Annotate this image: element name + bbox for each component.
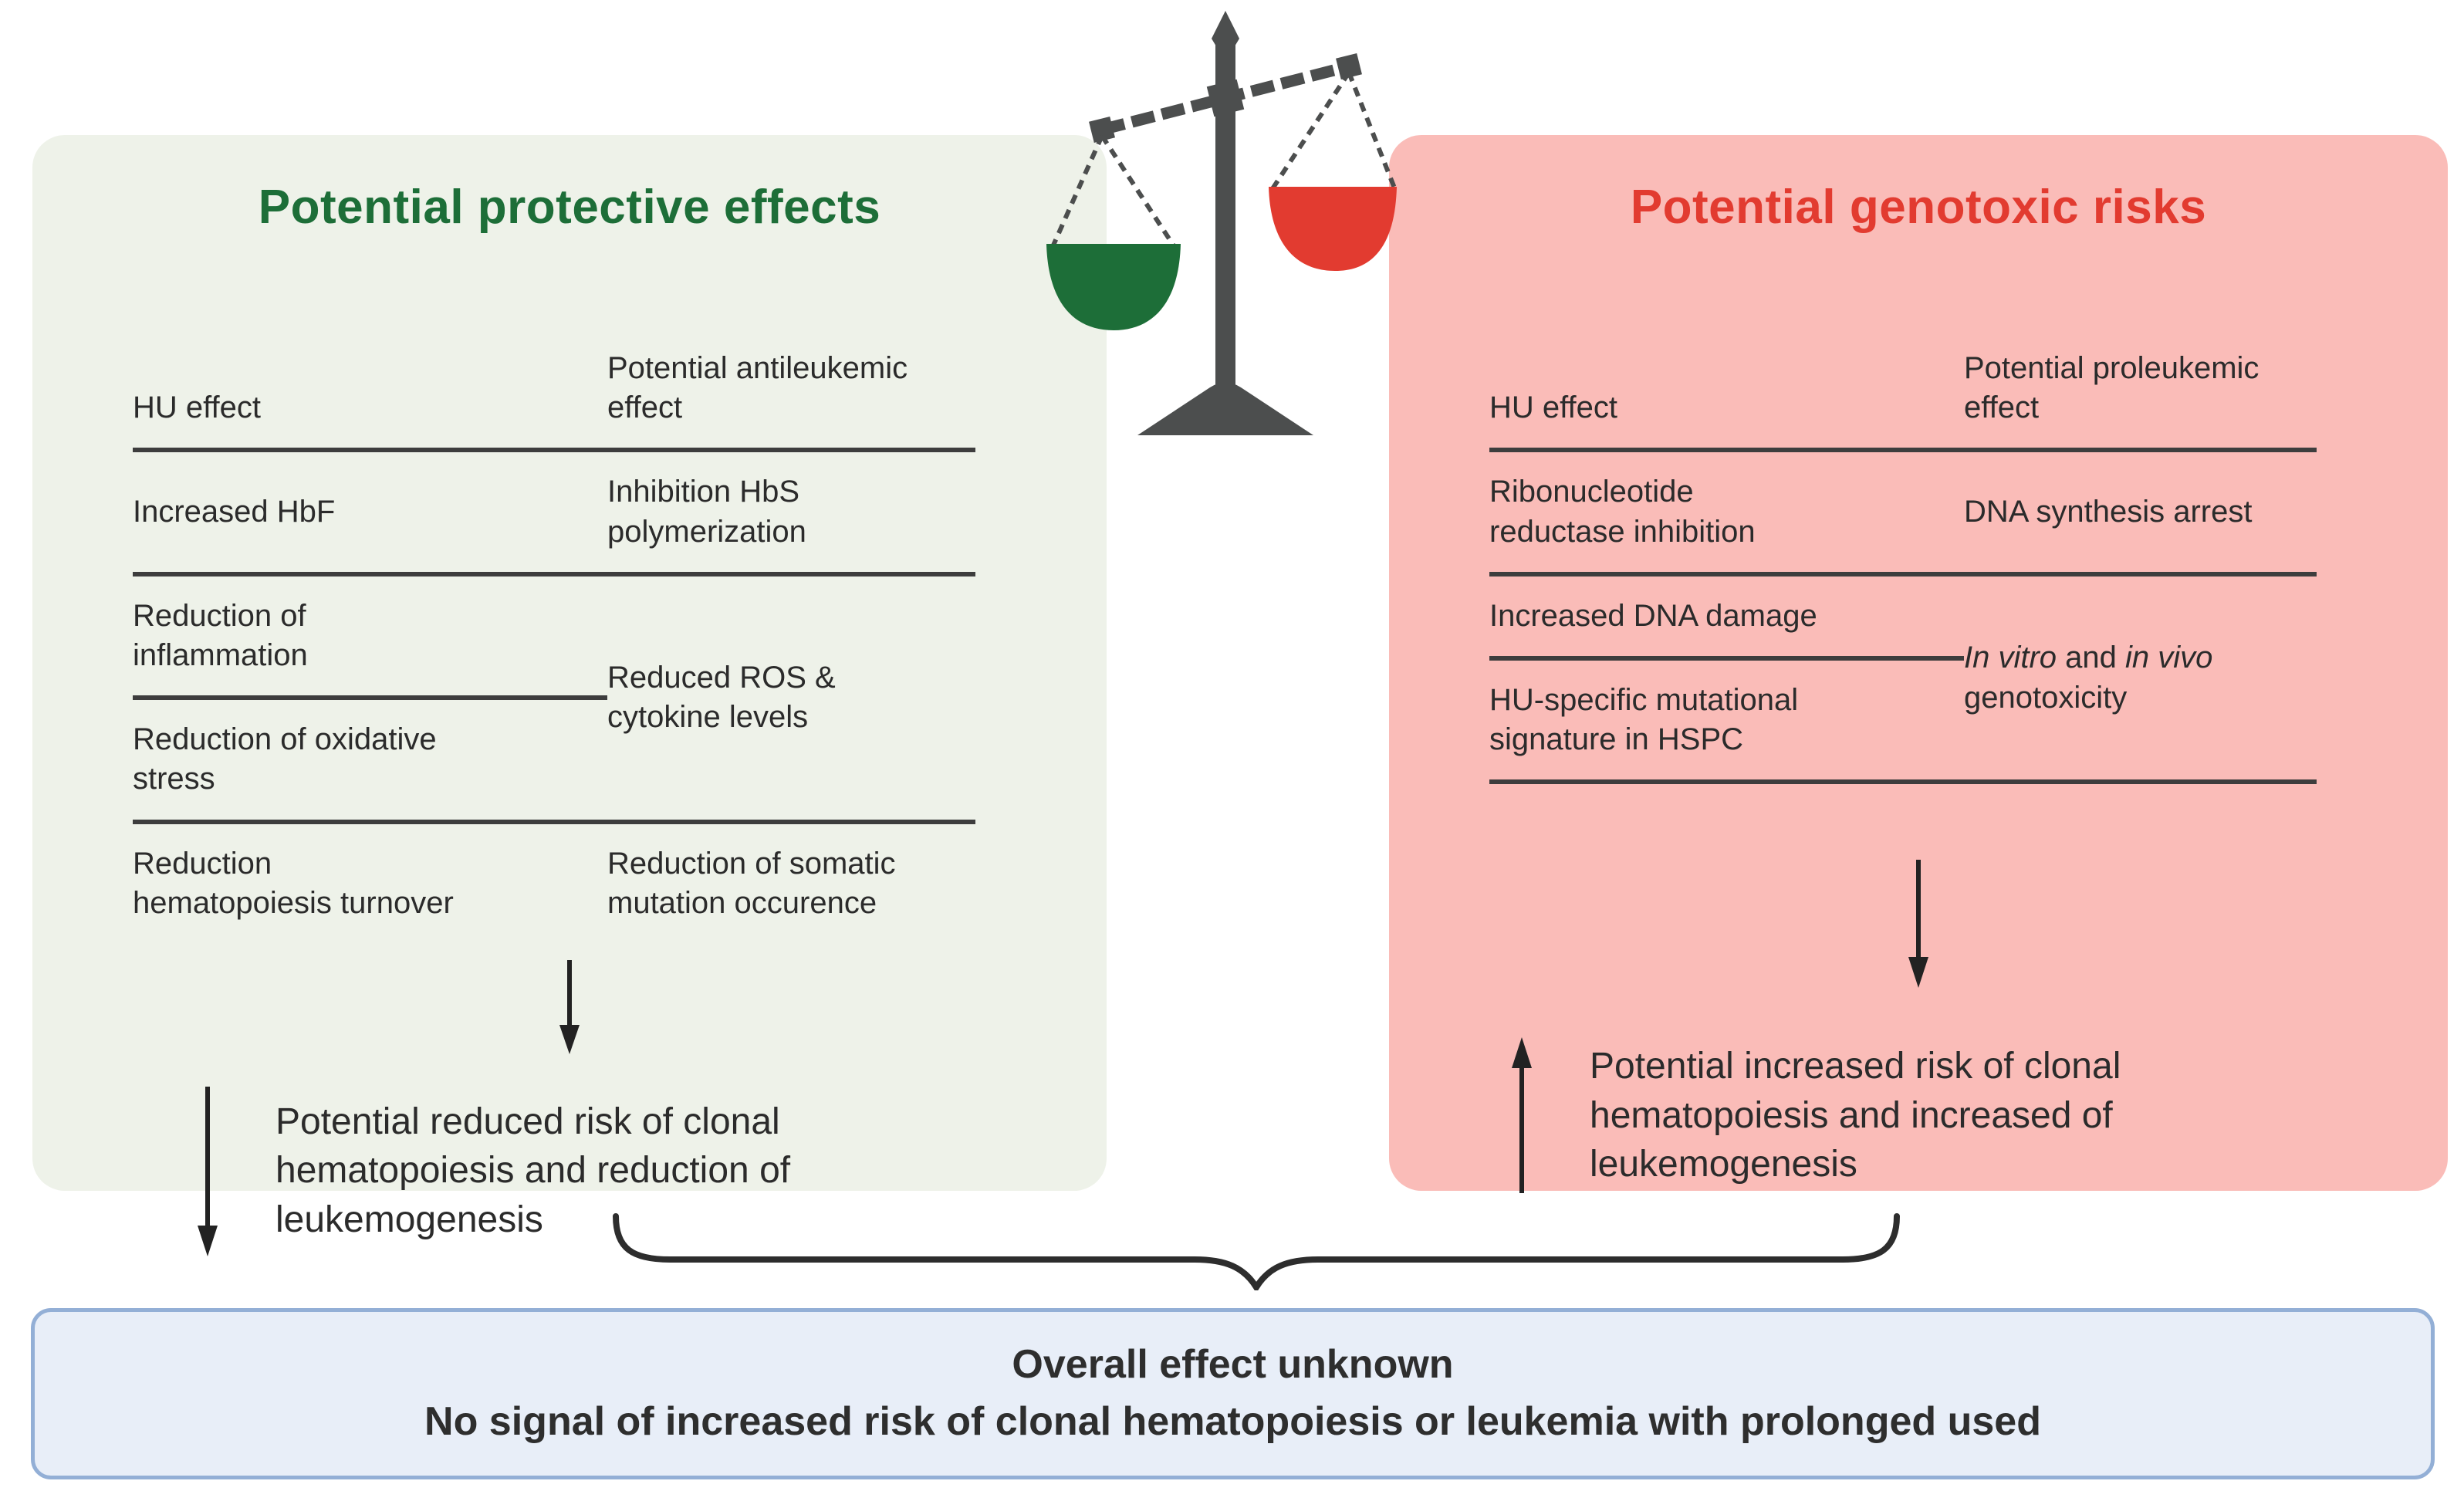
table-cell-ribonucleotide: Ribonucleotide reductase inhibition bbox=[1489, 475, 1756, 549]
overall-effect-box: Overall effect unknown No signal of incr… bbox=[31, 1308, 2435, 1479]
divider-short bbox=[133, 695, 607, 701]
genotoxicity-label: genotoxicity bbox=[1964, 680, 2128, 715]
table-cell-reduction-inflammation: Reduction of inflammation bbox=[133, 598, 308, 672]
divider bbox=[1489, 571, 2317, 576]
genotoxic-risks-table: HU effect Potential proleukemic effect R… bbox=[1489, 341, 2317, 796]
table-cell-reduction-oxidative: Reduction of oxidative stress bbox=[133, 722, 437, 796]
overall-effect-line2: No signal of increased risk of clonal he… bbox=[424, 1399, 2041, 1444]
scale-chain bbox=[1050, 134, 1104, 249]
arrow-up-icon bbox=[1512, 1037, 1532, 1194]
table-header-hu-effect: HU effect bbox=[1489, 391, 1617, 425]
overall-effect-line1: Overall effect unknown bbox=[1012, 1342, 1454, 1388]
divider bbox=[1489, 448, 2317, 453]
left-mid-arrow-row bbox=[32, 957, 1107, 1056]
table-cell-genotoxicity: In vitro and in vivo genotoxicity bbox=[1964, 631, 2317, 725]
divider bbox=[133, 819, 975, 824]
table-cell-reduced-ros: Reduced ROS & cytokine levels bbox=[607, 660, 836, 735]
protective-effects-title: Potential protective effects bbox=[258, 181, 881, 234]
genotoxic-risks-title: Potential genotoxic risks bbox=[1630, 181, 2207, 234]
scale-chain bbox=[1100, 134, 1177, 249]
left-conclusion-row: Potential reduced risk of clonal hematop… bbox=[191, 1084, 1107, 1258]
scale-chain bbox=[1269, 71, 1351, 191]
curly-brace-icon bbox=[610, 1213, 1902, 1293]
right-conclusion-text: Potential increased risk of clonal hemat… bbox=[1590, 1046, 2121, 1185]
genotoxic-risks-panel: Potential genotoxic risks HU effect Pote… bbox=[1389, 135, 2448, 1194]
green-scale-pan bbox=[1046, 244, 1181, 330]
table-cell-increased-hbf: Increased HbF bbox=[133, 494, 336, 529]
table-cell-hu-specific-signature: HU-specific mutational signature in HSPC bbox=[1489, 682, 1799, 757]
scale-chain bbox=[1347, 71, 1398, 191]
table-header-hu-effect: HU effect bbox=[133, 391, 261, 425]
and-label: and bbox=[2057, 641, 2126, 675]
arrow-down-icon bbox=[1908, 860, 1928, 989]
in-vitro-label: In vitro bbox=[1964, 641, 2057, 675]
table-cell-dna-synthesis-arrest: DNA synthesis arrest bbox=[1964, 494, 2253, 529]
scale-base bbox=[1137, 382, 1313, 435]
balance-scale-icon bbox=[986, 6, 1465, 450]
divider bbox=[133, 571, 975, 576]
protective-effects-panel: Potential protective effects HU effect P… bbox=[32, 135, 1107, 1256]
arrow-down-icon bbox=[198, 1086, 218, 1256]
table-header-antileukemic: Potential antileukemic effect bbox=[607, 351, 908, 425]
scale-beam-end-right bbox=[1336, 53, 1362, 79]
protective-effects-table: HU effect Potential antileukemic effect … bbox=[133, 341, 975, 931]
arrow-down-icon bbox=[559, 959, 580, 1054]
divider bbox=[1489, 779, 2317, 785]
scale-beam-end-left bbox=[1089, 117, 1115, 143]
table-cell-increased-dna-damage: Increased DNA damage bbox=[1489, 598, 1817, 633]
right-mid-arrow-row bbox=[1389, 857, 2448, 989]
red-scale-pan bbox=[1269, 187, 1397, 271]
table-cell-reduction-hematopoiesis: Reduction hematopoiesis turnover bbox=[133, 846, 454, 920]
table-cell-reduction-somatic: Reduction of somatic mutation occurence bbox=[607, 846, 896, 920]
table-header-proleukemic: Potential proleukemic effect bbox=[1964, 351, 2260, 425]
in-vivo-label: in vivo bbox=[2125, 641, 2213, 675]
divider bbox=[133, 448, 975, 453]
divider-short bbox=[1489, 655, 1964, 661]
right-conclusion-row: Potential increased risk of clonal hemat… bbox=[1505, 1034, 2448, 1196]
table-cell-inhibition-hbs: Inhibition HbS polymerization bbox=[607, 475, 806, 549]
scale-hub bbox=[1206, 79, 1245, 117]
left-conclusion-text: Potential reduced risk of clonal hematop… bbox=[275, 1101, 791, 1240]
